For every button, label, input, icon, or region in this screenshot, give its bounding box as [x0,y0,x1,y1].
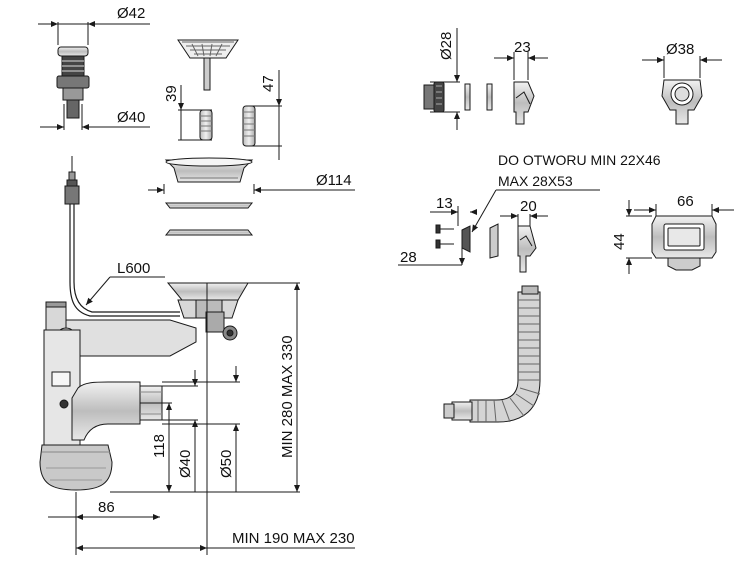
gasket-top [164,202,254,209]
dimension-d42 [38,21,150,45]
label-d50: Ø50 [218,450,235,478]
dimension-d40-outlet [140,370,198,492]
label-width-range: MIN 190 MAX 230 [232,530,355,547]
screw-part-short [199,109,213,141]
label-w20: 20 [520,198,537,215]
strainer-basket-part [177,39,239,91]
note-hole-line1: DO OTWORU MIN 22X46 [498,152,661,168]
overflow-cable [64,156,180,317]
rect-gasket [489,223,499,259]
flexible-hose [443,285,541,423]
dimension-h47 [250,70,282,160]
dimension-w66 [634,204,734,216]
dimension-h44 [626,200,652,274]
screw-small-1 [435,224,454,234]
sink-flange-part [164,157,254,183]
note-hole-line2: MAX 28X53 [498,173,573,189]
rect-overflow-front [651,215,717,271]
round-gasket-2 [486,83,493,111]
dimension-height-range [110,282,300,493]
label-height-range: MIN 280 MAX 330 [279,335,296,458]
screw-small-2 [435,239,454,249]
label-d40-top: Ø40 [117,109,145,126]
label-d28: Ø28 [438,32,455,60]
label-h44: 44 [611,233,628,250]
dimension-d28 [430,28,460,130]
dimension-d40-top [40,104,150,130]
dimension-d114 [148,184,355,194]
siphon-assembly [39,282,249,491]
screw-part-long [242,105,256,147]
dimension-w13 [430,206,477,226]
dimension-h28 [398,240,465,266]
label-w13: 13 [436,195,453,212]
label-l600: L600 [117,260,150,277]
round-overflow-front [661,79,703,125]
overflow-knob-part [56,46,90,119]
rect-overflow-cover [461,225,471,253]
label-h47: 47 [260,75,277,92]
rect-overflow-body [517,225,537,273]
dimension-w86 [48,492,160,555]
round-overflow-plug [423,81,445,113]
dimension-w23 [494,52,548,80]
dimension-d50 [162,366,240,492]
dimension-h118 [140,402,172,492]
label-d114: Ø114 [316,172,352,189]
label-d38: Ø38 [666,41,694,58]
dimension-w20 [500,213,548,226]
label-w66: 66 [677,193,694,210]
label-w23: 23 [514,39,531,56]
label-w86: 86 [98,499,115,516]
gasket-bottom [164,229,254,236]
label-d40-outlet: Ø40 [177,450,194,478]
label-d42: Ø42 [117,5,145,22]
round-gasket-1 [464,83,471,111]
label-l600-leader [85,276,165,306]
dimension-h39 [178,85,212,141]
label-h39: 39 [163,85,180,102]
dimension-d38 [642,56,722,78]
label-h28: 28 [400,249,417,266]
round-overflow-body [513,81,535,125]
label-h118: 118 [151,434,168,458]
note-leader [471,189,600,233]
